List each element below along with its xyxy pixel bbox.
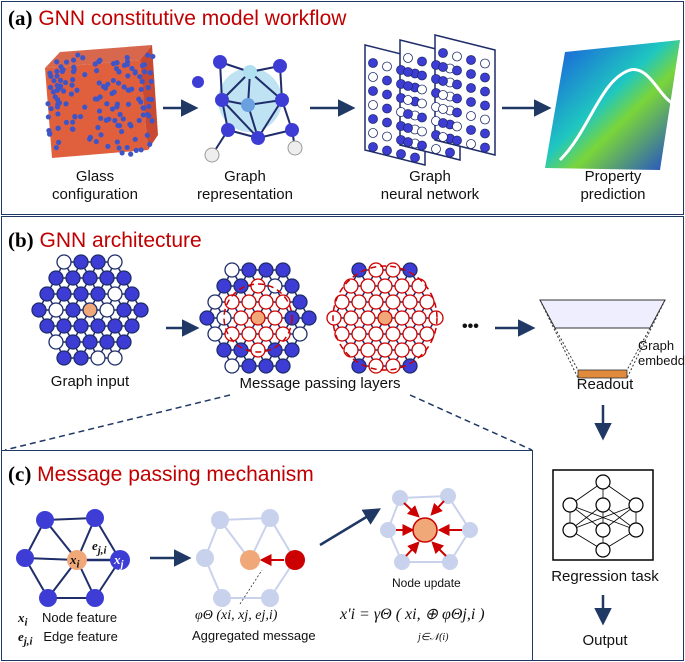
panel-a-title: (a) GNN constitutive model workflow <box>8 6 347 30</box>
gnn-layers-icon <box>364 34 496 166</box>
output-label: Output <box>582 632 628 649</box>
readout-label: Readout <box>576 376 634 393</box>
panel-b-title: (b) GNN architecture <box>8 228 202 252</box>
property-prediction-icon <box>545 40 680 170</box>
message-passing-graph-1 <box>199 262 317 374</box>
update-formula: x′i = γΘ ( xi, ⊕ φΘj,i ) <box>340 606 485 623</box>
node-i-label: xi <box>70 552 80 571</box>
message-passing-graph-2 <box>326 262 444 374</box>
graph-nodes <box>192 55 303 163</box>
graph-input-label: Graph input <box>50 373 130 390</box>
panel-c-frame <box>1 450 533 661</box>
node-update-label: Node update <box>392 576 461 590</box>
panel-a-frame <box>1 1 684 215</box>
aggregated-label: Aggregated message <box>192 628 316 643</box>
legend-edge: ej,i Edge feature <box>18 629 118 648</box>
update-sum-index: j∈𝒩(i) <box>418 632 449 643</box>
edge-label: ej,i <box>92 538 107 557</box>
ellipsis: ••• <box>462 318 479 335</box>
aggregated-formula: φΘ (xi, xj, ej,i) <box>195 608 278 623</box>
node-j-label: xj <box>114 552 124 571</box>
regression-label: Regression task <box>551 568 659 585</box>
graph-embedding-label: Graphembedding <box>638 338 685 368</box>
message-passing-label: Message passing layers <box>239 375 401 392</box>
regression-network-icon <box>552 469 654 561</box>
arrow-c2 <box>319 508 381 547</box>
readout-icon <box>539 299 666 379</box>
legend-node: xi Node feature <box>18 610 118 629</box>
panel-c-title: (c) Message passing mechanism <box>8 462 314 486</box>
glass-cube-icon <box>45 45 158 158</box>
graph-input-icon <box>31 254 149 366</box>
